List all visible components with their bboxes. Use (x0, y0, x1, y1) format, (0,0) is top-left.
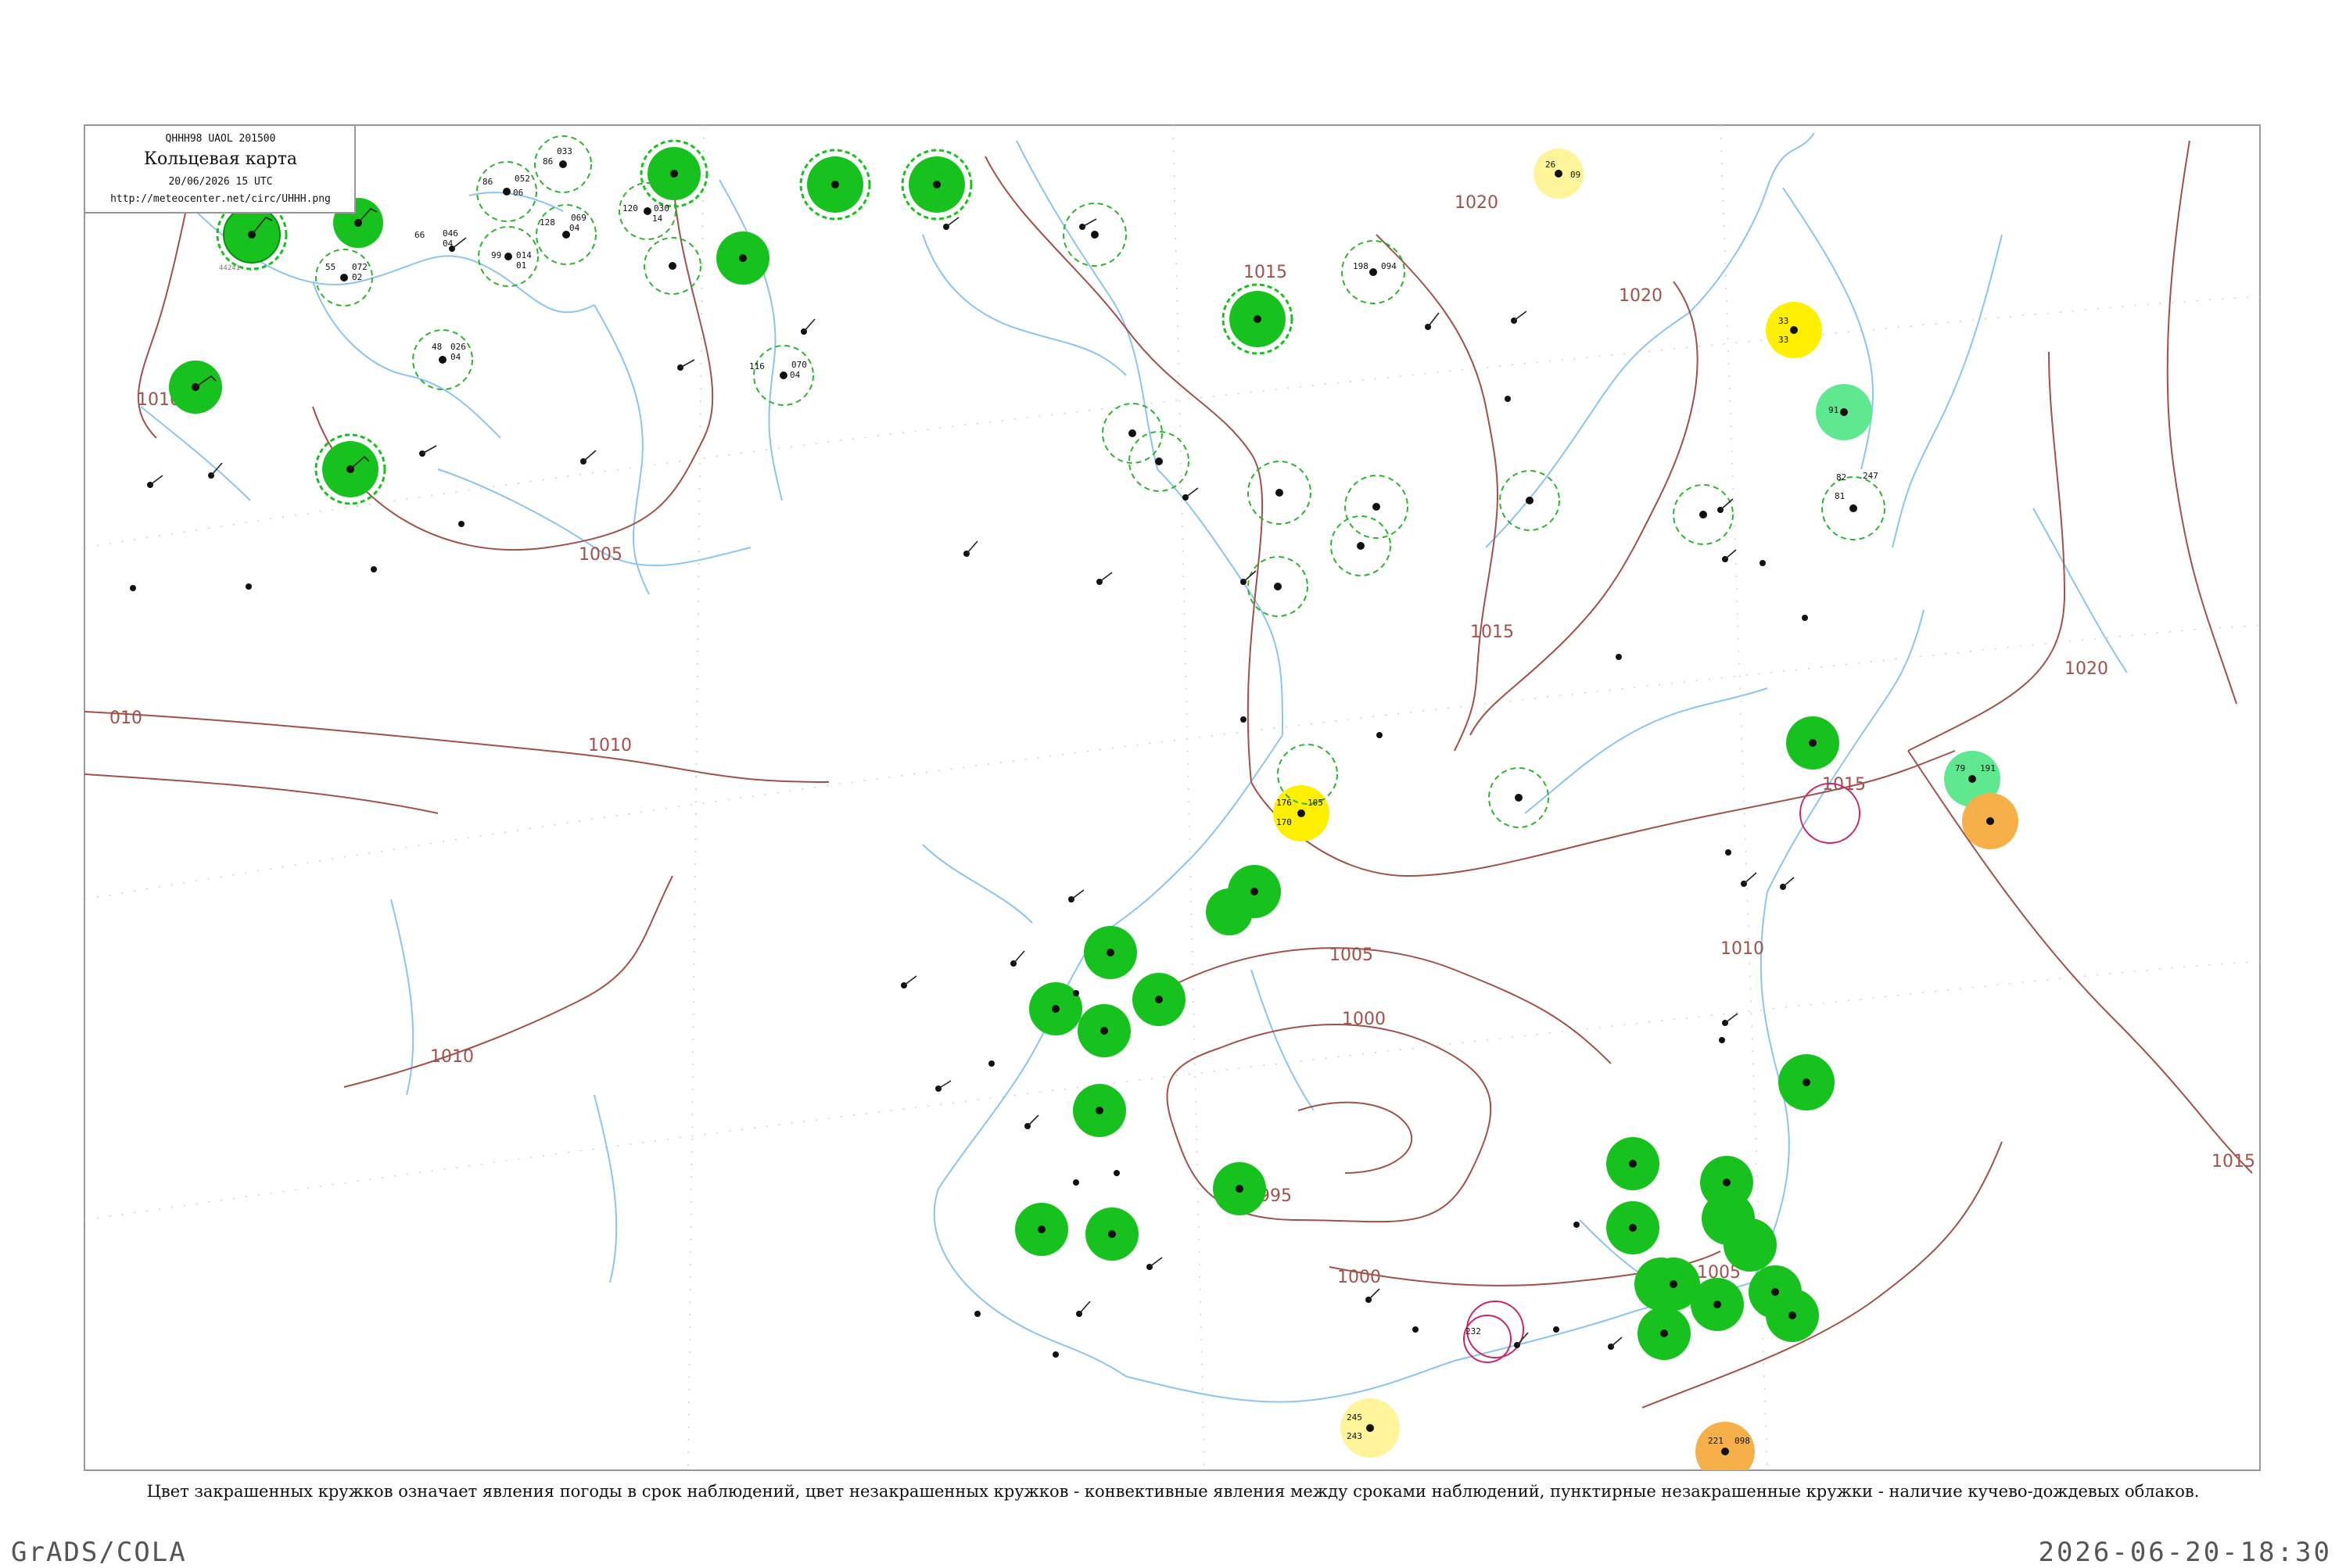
isobar-label: 1015 (1243, 263, 1287, 282)
station-temp: 176 (1276, 798, 1292, 808)
station-temp: 99 (491, 250, 501, 260)
header-title: Кольцевая карта (144, 149, 297, 169)
station-pressure: 052 (515, 174, 530, 184)
station-plots: 033 86 052 86 06 030 120 14 069 128 04 0… (130, 135, 2018, 1470)
footer-software-label: GrADS/COLA (11, 1537, 187, 1568)
graticule (84, 125, 2260, 1470)
station-marker (1463, 783, 1860, 1363)
station-readings: 033 86 052 86 06 030 120 14 069 128 04 0… (219, 146, 1996, 1446)
station-dew: 04 (790, 370, 801, 380)
station-temp: 66 (414, 230, 425, 240)
station-dots (130, 160, 1994, 1455)
station-dew: 243 (1347, 1431, 1362, 1441)
map-caption: Цвет закрашенных кружков означает явлени… (146, 1482, 2200, 1501)
header-datetime: 20/06/2026 15 UTC (168, 176, 272, 188)
station-dew: 02 (352, 272, 362, 282)
isobar-label: 1015 (2211, 1152, 2255, 1172)
station-pressure: 191 (1980, 763, 1996, 773)
station-pressure: 072 (352, 262, 368, 272)
station-marker (315, 135, 1885, 828)
map-border (84, 124, 2261, 1471)
station-dew: 04 (443, 239, 454, 249)
station-marker (1702, 1192, 1755, 1245)
isobar-label: 1020 (1619, 286, 1663, 306)
station-marker (1695, 1422, 1755, 1470)
header-url: http://meteocenter.net/circ/UHHH.png (110, 193, 331, 205)
station-dew: 81 (1835, 491, 1845, 501)
header-code-line: QHHH98 UAOL 201500 (166, 133, 276, 145)
station-marker (1206, 888, 1253, 935)
station-dew: 04 (450, 352, 461, 362)
station-temp: 33 (1778, 316, 1788, 326)
station-dew: 09 (1570, 170, 1580, 180)
isobar-label: 010 (109, 709, 142, 728)
station-temp: 86 (482, 177, 493, 187)
station-pressure: 105 (1308, 798, 1323, 808)
station-temp: 79 (1955, 763, 1965, 773)
station-temp: 82 (1836, 472, 1846, 483)
isobar-label: 1010 (430, 1047, 474, 1067)
isobar-label: 1015 (1470, 623, 1514, 642)
wind-barbs (149, 208, 1795, 1347)
station-dew: 33 (1778, 335, 1788, 345)
station-dew: 01 (516, 260, 526, 271)
station-pressure: 014 (516, 250, 532, 260)
station-pressure: 094 (1381, 261, 1397, 271)
station-pressure: 030 (654, 203, 669, 213)
station-pressure: 098 (1734, 1436, 1750, 1446)
station-temp: 128 (540, 217, 555, 228)
isobar-label: 1015 (1822, 775, 1866, 795)
station-temp: 120 (622, 203, 638, 213)
station-temp: 91 (1828, 405, 1838, 415)
isobar-label: 1000 (1342, 1010, 1386, 1029)
isobar-label: 1010 (1720, 939, 1764, 959)
station-pressure: 069 (571, 213, 586, 223)
station-temp: 232 (1465, 1326, 1481, 1337)
isobar-label: 1020 (2064, 659, 2108, 679)
station-temp: 48 (432, 342, 442, 352)
map-header: QHHH98 UAOL 201500 Кольцевая карта 20/06… (84, 124, 356, 213)
station-dew: 170 (1276, 817, 1292, 827)
station-dew: 06 (513, 188, 523, 198)
station-pressure: 033 (557, 146, 572, 156)
station-temp: 198 (1353, 261, 1368, 271)
station-temp: 55 (325, 262, 335, 272)
station-dew: 14 (652, 213, 663, 224)
station-temp: 26 (1545, 160, 1555, 170)
isobar-label: 1005 (579, 545, 622, 565)
station-temp: 221 (1708, 1436, 1724, 1446)
station-pressure: 247 (1863, 471, 1878, 481)
isobar-label: 1000 (1337, 1268, 1381, 1287)
station-temp: 116 (749, 361, 765, 371)
footer-timestamp: 2026-06-20-18:30 (2038, 1537, 2332, 1568)
isobar-label: 1020 (1455, 193, 1498, 213)
station-pressure: 070 (791, 360, 807, 370)
station-pressure: 046 (443, 228, 458, 239)
isobar-label: 1010 (588, 736, 632, 755)
station-pressure: 026 (450, 342, 466, 352)
station-dew: 04 (569, 223, 580, 233)
station-temp: 86 (543, 156, 553, 167)
station-temp: 245 (1347, 1412, 1362, 1423)
isobar-label: 1005 (1329, 945, 1373, 965)
station-code: 44241 (219, 264, 240, 272)
station-marker (1634, 1258, 1688, 1311)
isobar-labels: 1020 1015 1020 1010 1005 1015 1020 010 1… (109, 193, 2255, 1287)
